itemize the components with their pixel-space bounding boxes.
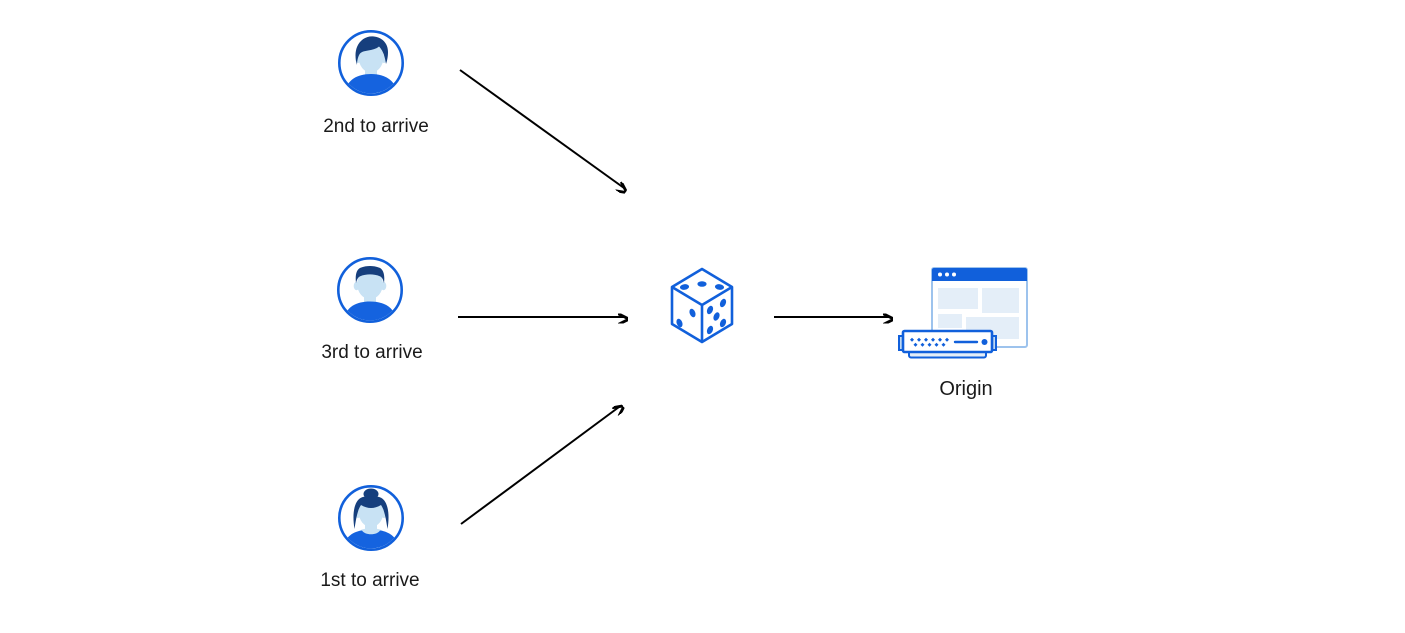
node-label-user-3rd: 3rd to arrive — [321, 342, 423, 363]
server-icon — [898, 329, 997, 359]
user-avatar-male-swept-hair-icon — [337, 29, 405, 97]
server-vent-pattern — [910, 337, 949, 347]
arrow-user1-to-dice — [460, 407, 619, 525]
origin-server-browser-icon — [898, 267, 1028, 359]
node-label-user-2nd: 2nd to arrive — [323, 116, 429, 137]
arrow-user2-to-dice — [459, 69, 624, 188]
node-label-user-1st: 1st to arrive — [320, 570, 420, 591]
user-avatar-female-bun-icon — [337, 484, 405, 552]
user-avatar-male-flat-hair-icon — [336, 256, 404, 324]
node-label-origin: Origin — [939, 378, 993, 400]
dice-icon — [670, 267, 734, 344]
